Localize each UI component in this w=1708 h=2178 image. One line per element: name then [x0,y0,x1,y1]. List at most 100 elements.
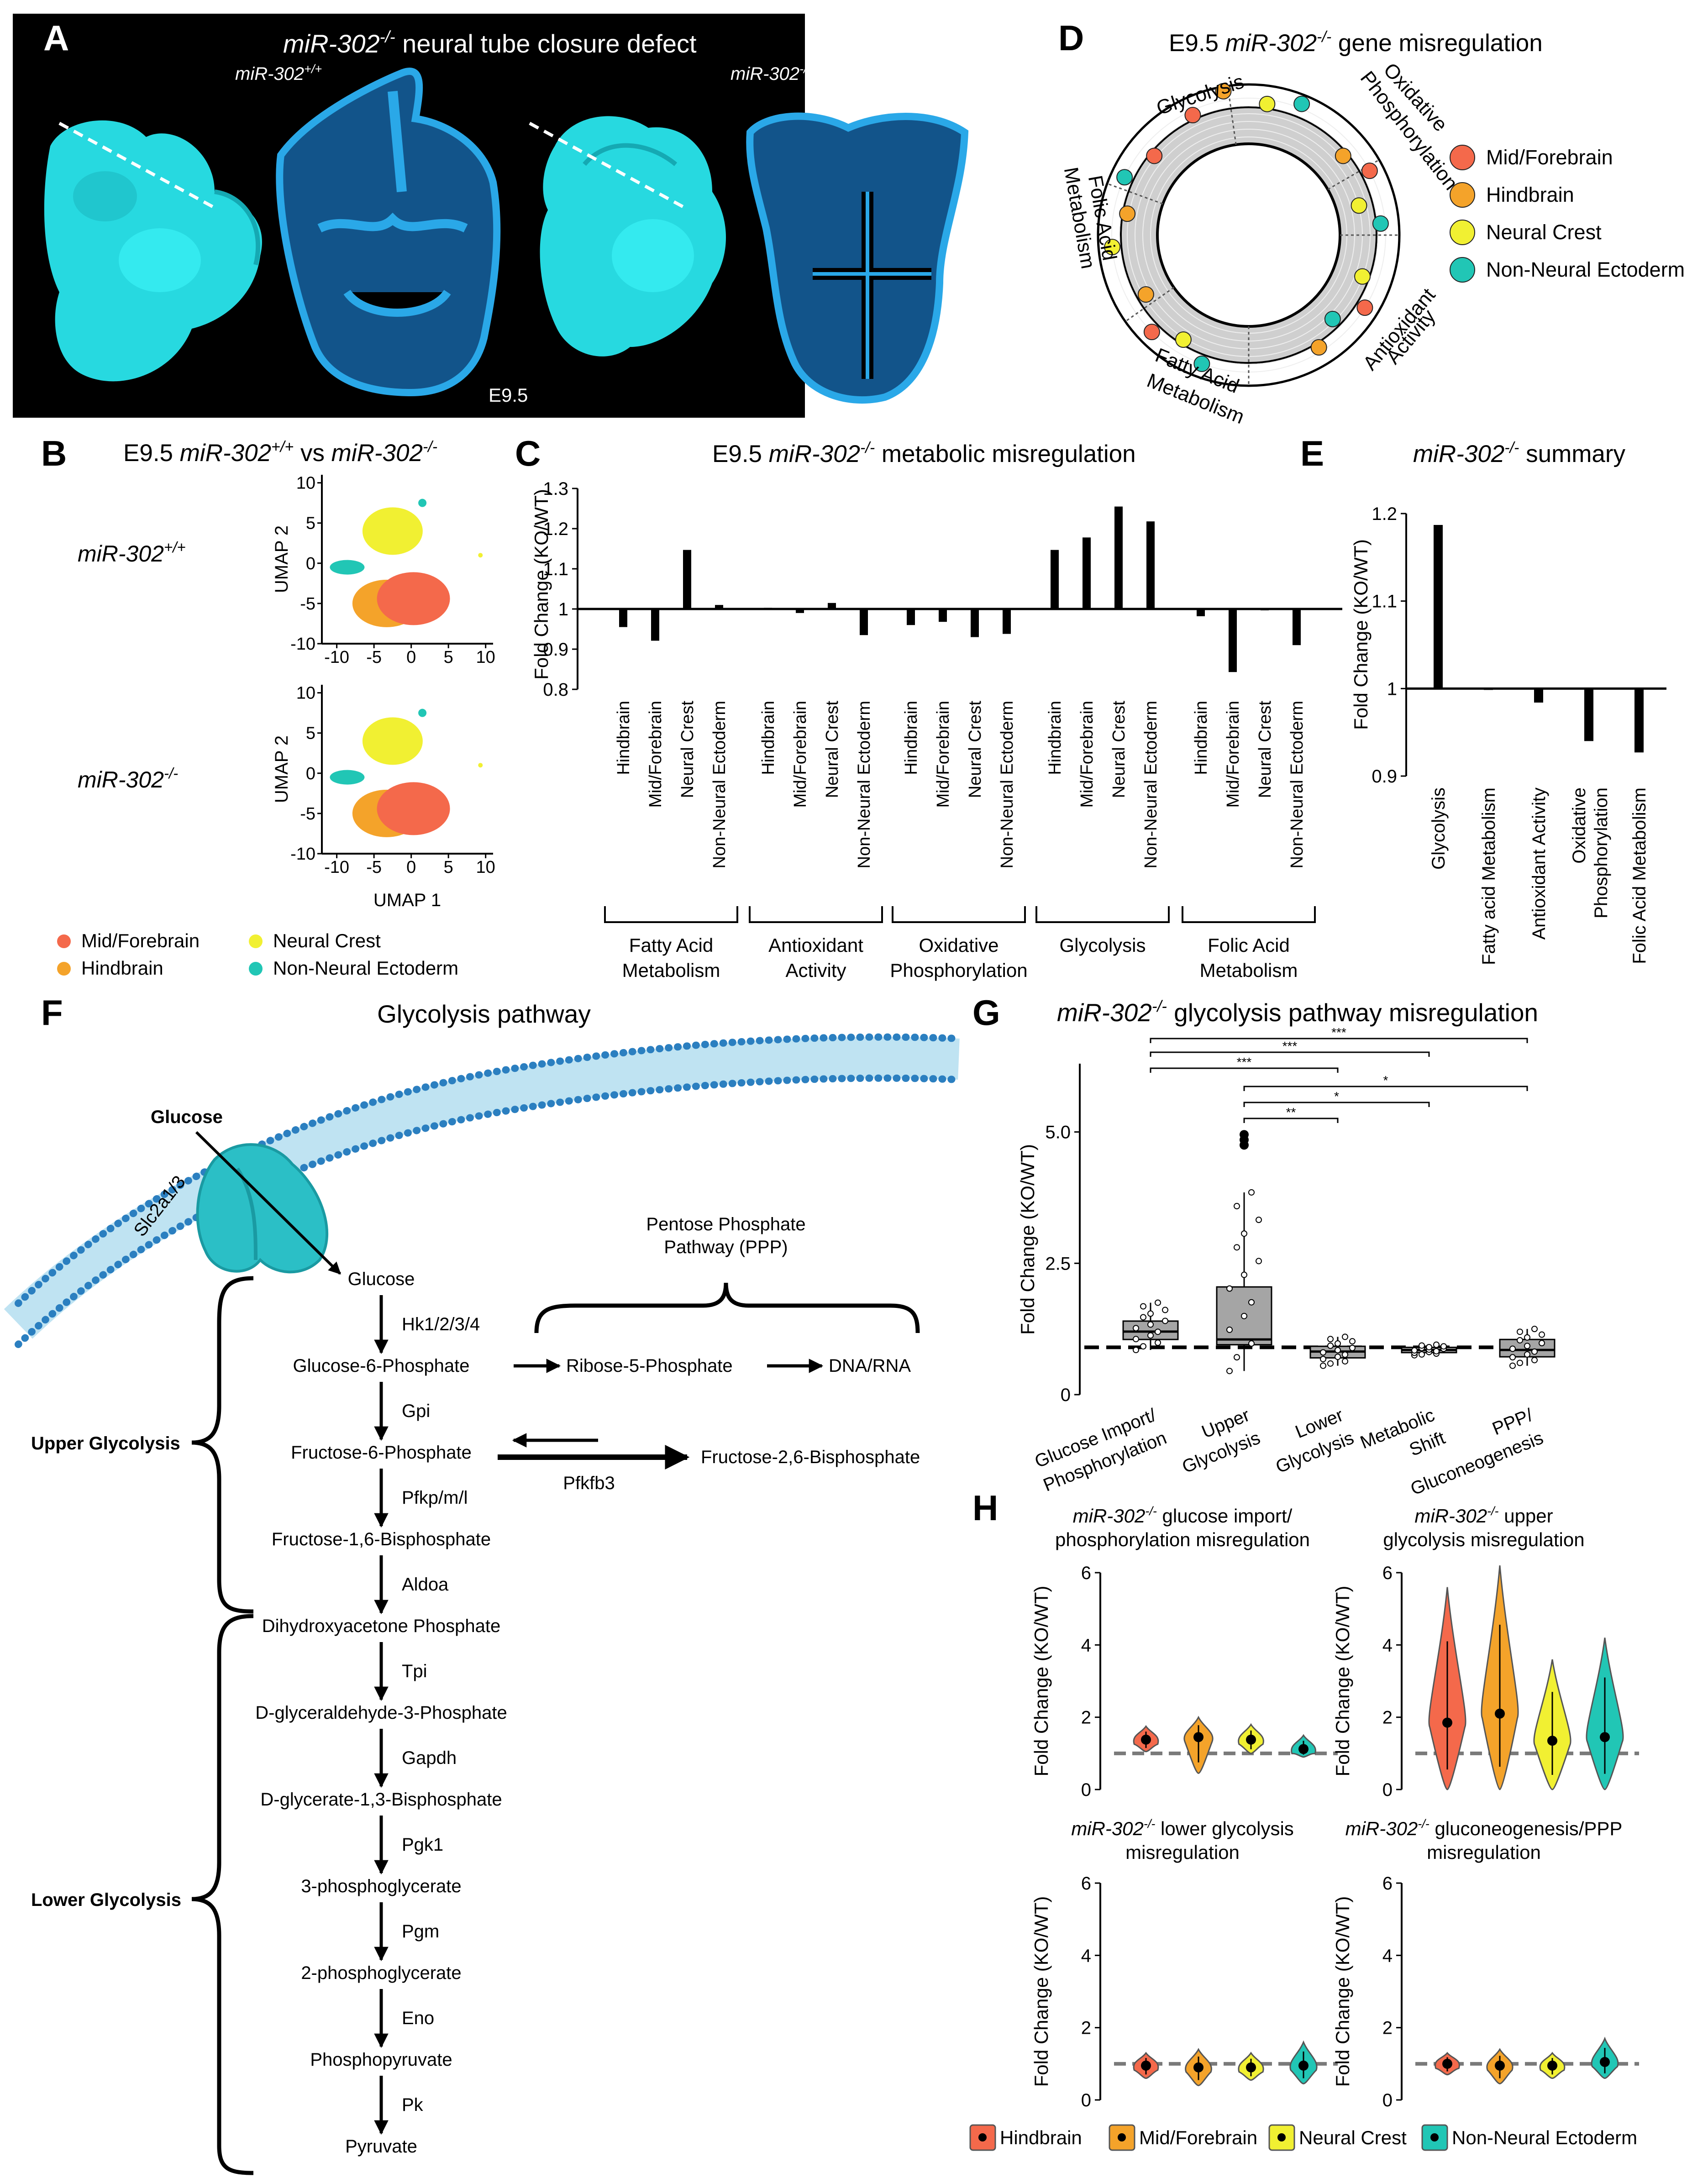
panel-b-letter: B [41,433,67,473]
panel-a-ko-label: miR-302-/- [730,62,811,84]
radial-legend-swatch [1450,145,1475,170]
radial-legend-label: Hindbrain [1486,183,1574,206]
panel-c-group-label-line2: Metabolism [622,960,720,981]
violin-legend-dot [978,2133,987,2141]
radial-grid-ring [1119,105,1378,365]
violin-median-point [1547,2060,1557,2071]
pathway-enzyme: Pgm [402,1921,439,1942]
umap-y-tick: 0 [306,554,315,573]
radial-point [1215,83,1232,100]
violin-legend-dot [1118,2133,1126,2141]
pathway-enzyme: Pk [402,2095,424,2115]
panel-g-significance-label: *** [1237,1055,1252,1069]
panel-c-x-tick: Non-Neural Ectoderm [855,701,874,868]
violin-legend-dot [1430,2133,1439,2141]
umap-x-tick: -5 [366,858,382,877]
violin-median-point [1298,1744,1309,1754]
panel-g-jitter-point [1155,1339,1161,1346]
ppp-brace [534,1282,920,1333]
panel-g-jitter-point [1234,1203,1240,1210]
panel-c-bar [1083,537,1091,609]
violin-median-point [1600,2057,1610,2067]
radial-inner-ring [1156,142,1341,328]
umap-x-tick: 0 [406,858,416,877]
violin-median-point [1495,1708,1505,1719]
panel-g-jitter-point [1320,1356,1326,1363]
panel-c-bar [619,609,627,627]
violin-y-tick: 6 [1081,1874,1091,1894]
panel-g-jitter-point [1539,1331,1545,1338]
umap-y-label: UMAP 2 [272,735,292,803]
panel-c-x-tick: Mid/Forebrain [1077,701,1097,808]
glucose-entry-arrow [195,1131,342,1275]
ppp-title-line1: Pentose Phosphate [646,1214,805,1234]
violin-legend-label: Mid/Forebrain [1139,2127,1257,2148]
panel-g-jitter-point [1509,1354,1516,1361]
panel-g-jitter-point [1517,1359,1523,1366]
panel-c-bar [764,608,772,609]
panel-c-group-bracket [1035,906,1170,923]
radial-point [1356,299,1373,316]
violin-median-point [1298,2060,1309,2071]
umap-x-label: UMAP 1 [373,890,441,910]
panel-g-jitter-point [1440,1343,1447,1350]
panel-g-jitter-point [1147,1332,1154,1339]
panel-f-letter: F [41,992,63,1033]
panel-c-y-tick: 1.2 [543,519,568,539]
umap-y-tick: 5 [306,514,315,533]
violin-y-tick: 0 [1382,1780,1393,1800]
panel-d-title: E9.5 miR-302-/- gene misregulation [1169,28,1543,57]
violin-legend-label: Hindbrain [1000,2127,1082,2148]
panel-e-ylabel: Fold Change (KO/WT) [1350,539,1372,730]
panel-c-title: E9.5 miR-302-/- metabolic misregulation [712,439,1136,467]
pathway-enzyme: Pgk1 [402,1835,443,1855]
umap-legend-label: Hindbrain [81,957,163,979]
panel-g-jitter-point [1433,1348,1440,1354]
panel-g-significance-bracket [1243,1102,1430,1107]
panel-c-group-bracket [604,906,738,923]
umap-y-tick: -10 [290,845,315,864]
panel-g-jitter-point [1524,1343,1530,1349]
radial-point [1104,239,1121,256]
panel-c-x-tick: Non-Neural Ectoderm [1141,701,1161,868]
panel-c-group-label-line2: Activity [785,960,846,981]
radial-point [1116,169,1133,186]
umap-y-tick: -10 [290,635,315,654]
umap-legend-swatch [57,934,71,948]
panel-c-bar [1146,521,1155,609]
pathway-metabolite: Glucose-6-Phosphate [293,1356,470,1376]
panel-g-title: miR-302-/- glycolysis pathway misregulat… [1057,997,1538,1027]
panel-g-jitter-point [1349,1338,1356,1345]
panel-c-x-tick: Neural Crest [823,701,842,798]
panel-g-jitter-point [1342,1333,1348,1340]
panel-g-jitter-point [1162,1317,1168,1324]
radial-sector-divider [1107,183,1163,205]
violin-y-label: Fold Change (KO/WT) [1332,1586,1353,1777]
radial-point [1193,355,1210,372]
pathway-metabolite: Phosphopyruvate [310,2050,452,2070]
panel-c-bar [1114,506,1123,609]
panel-c-x-tick: Non-Neural Ectoderm [998,701,1017,868]
cluster-neural-crest [362,717,423,765]
panel-g-significance-label: *** [1331,1025,1346,1039]
panel-e-x-tick: Antioxidant Activity [1529,787,1549,940]
panel-c-group-bracket [892,906,1026,923]
panel-d-radial-chart [1097,83,1401,387]
panel-c-x-tick: Mid/Forebrain [1224,701,1243,808]
radial-point [1143,324,1160,341]
umap-x-tick: 10 [476,648,495,667]
panel-g-jitter-point [1140,1303,1146,1310]
umap-x-tick: 5 [444,648,453,667]
radial-sector-divider [1125,287,1175,322]
cluster-mid-forebrain [377,572,450,625]
panel-e-x-tick: Fatty acid Metabolism [1479,787,1499,965]
pathway-metabolite: 3-phosphoglycerate [301,1876,461,1896]
radial-legend-swatch [1450,182,1475,208]
panel-e-title: miR-302-/- summary [1413,439,1626,467]
panel-c-x-tick: Hindbrain [1046,701,1065,775]
panel-g-significance-label: *** [1282,1039,1298,1053]
panel-g-jitter-point [1327,1342,1334,1349]
